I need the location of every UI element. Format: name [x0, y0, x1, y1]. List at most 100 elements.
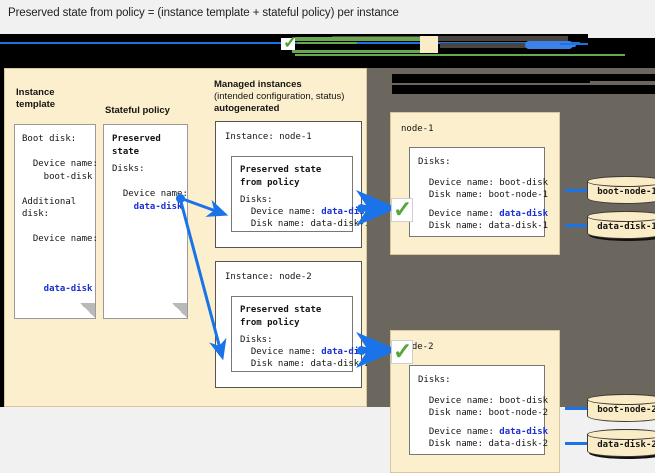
node-data-disk-row-1: Disk name: data-disk-1 [418, 220, 548, 233]
artifact-green-bottom-line [295, 54, 625, 56]
node-card-1: node-1 Disks: Device name: boot-disk Dis… [390, 112, 560, 255]
artifact-gray-bar-2 [440, 43, 540, 48]
title-bar: Preserved state from policy = (instance … [0, 0, 655, 30]
page-fold-icon [172, 303, 188, 319]
disk-name-label-node-1: Disk name: [240, 219, 311, 229]
device-name-label-node-2: Device name: [240, 347, 322, 357]
source-dot-stateful-policy [176, 194, 185, 203]
artifact-blue-blob [525, 41, 573, 49]
node-data-device-row-2: Device name: data-disk [418, 426, 548, 439]
disks-label-node-1: Disks: [240, 195, 273, 205]
cylinder-cap-icon [587, 211, 655, 222]
artifact-blue-blob-2 [552, 43, 576, 47]
disk-name-value-node-1: data-disk-1 [310, 219, 371, 229]
instance-template-lines: Boot disk: Device name: boot-disk Additi… [22, 134, 98, 244]
status-check-node-2: ✓ [391, 338, 413, 364]
artifact-green-bar-2 [292, 50, 422, 53]
source-dot-node-2 [357, 346, 366, 355]
volume-data-disk-2: data-disk-2 [587, 429, 655, 457]
stateful-policy-heading: Stateful policy [105, 105, 170, 116]
redacted-heading-line-1b [580, 74, 655, 81]
status-check-node-1: ✓ [391, 196, 413, 222]
node-card-2: node-2 Disks: Device name: boot-disk Dis… [390, 330, 560, 473]
cylinder-cap-icon [587, 176, 655, 187]
node-label-2: node-2 [401, 342, 434, 352]
node-disks-label-1: Disks: [418, 157, 451, 167]
instance-box-node-1: Instance: node-1 Preserved state from po… [215, 121, 370, 248]
node-disks-box-1: Disks: Device name: boot-disk Disk name:… [409, 147, 549, 237]
artifact-white-right [588, 30, 655, 38]
volume-connector-1a [565, 189, 587, 192]
preserved-state-title-node-1: Preserved state from policy [240, 165, 322, 188]
artifact-top-strip [0, 30, 655, 34]
device-name-value-node-1: data-disk [321, 207, 371, 217]
compressed-artifact-band: ✓ [0, 30, 655, 68]
artifact-green-bar-1 [295, 37, 420, 41]
node-data-device-value-1: data-disk [499, 209, 549, 219]
node-data-disk-label-1: Disk name: [418, 221, 489, 231]
preserved-state-box-node-1: Preserved state from policy Disks: Devic… [231, 156, 370, 232]
device-name-value-node-2: data-disk [321, 347, 371, 357]
instance-template-heading: Instance template [16, 87, 56, 110]
disk-name-row-node-2: Disk name: data-disk-2 [240, 358, 370, 371]
page-fold-icon [80, 303, 96, 319]
stateful-policy-lines: Disks: Device name: [112, 164, 188, 199]
disk-name-row-node-1: Disk name: data-disk-1 [240, 218, 370, 231]
instance-template-box: Boot disk: Device name: boot-disk Additi… [14, 124, 98, 319]
node-boot-device-2: Device name: boot-disk [418, 396, 549, 406]
volume-label-boot-node-1: boot-node-1 [597, 187, 655, 197]
artifact-green-line [297, 42, 357, 44]
stateful-policy-box: Preserved state Disks: Device name: data… [103, 124, 188, 319]
stateful-policy-title: Preserved state [112, 134, 161, 157]
instance-template-data-disk-value: data-disk [22, 284, 93, 294]
instance-label-node-2: Instance: node-2 [225, 272, 312, 282]
node-data-disk-label-2: Disk name: [418, 439, 489, 449]
node-data-disk-value-2: data-disk-2 [488, 439, 549, 449]
managed-instances-autogenerated: autogenerated [214, 103, 280, 114]
artifact-gray-bar-1 [438, 36, 568, 41]
check-icon: ✓ [393, 338, 413, 364]
main-diagram: Instance template Boot disk: Device name… [0, 68, 655, 473]
disks-label-node-2: Disks: [240, 335, 273, 345]
node-boot-device-1: Device name: boot-disk [418, 178, 549, 188]
disk-name-label-node-2: Disk name: [240, 359, 311, 369]
volume-connector-2a [565, 407, 587, 410]
managed-instances-subheading: (intended configuration, status) [214, 91, 345, 102]
volume-boot-node-1: boot-node-1 [587, 176, 655, 204]
redacted-heading-line-2 [392, 85, 655, 94]
check-icon: ✓ [393, 196, 413, 222]
device-name-row-node-1: Device name: data-disk [240, 206, 370, 219]
artifact-check-icon: ✓ [283, 33, 298, 52]
artifact-cream-box [420, 36, 438, 53]
node-data-device-row-1: Device name: data-disk [418, 208, 548, 221]
volume-label-data-disk-1: data-disk-1 [597, 222, 655, 232]
redacted-heading-line-1 [392, 74, 590, 83]
node-data-device-label-1: Device name: [418, 209, 500, 219]
device-name-row-node-2: Device name: data-disk [240, 346, 370, 359]
artifact-white-square [281, 38, 295, 50]
volume-data-disk-1: data-disk-1 [587, 211, 655, 239]
instance-box-node-2: Instance: node-2 Preserved state from po… [215, 261, 370, 388]
stateful-policy-data-disk-value: data-disk [112, 202, 183, 212]
cylinder-cap-icon [587, 394, 655, 405]
instance-label-node-1: Instance: node-1 [225, 132, 312, 142]
node-data-disk-row-2: Disk name: data-disk-2 [418, 438, 548, 451]
disk-name-value-node-2: data-disk-2 [310, 359, 371, 369]
source-dot-node-1 [357, 204, 366, 213]
page-title: Preserved state from policy = (instance … [8, 7, 399, 19]
node-disks-label-2: Disks: [418, 375, 451, 385]
node-label-1: node-1 [401, 124, 434, 134]
node-boot-disk-1: Disk name: boot-node-1 [418, 190, 549, 200]
artifact-blue-right-line [560, 43, 588, 45]
device-name-label-node-1: Device name: [240, 207, 322, 217]
volume-connector-1b [565, 224, 587, 227]
volume-label-data-disk-2: data-disk-2 [597, 440, 655, 450]
volume-boot-node-2: boot-node-2 [587, 394, 655, 422]
volume-connector-2b [565, 442, 587, 445]
node-data-device-label-2: Device name: [418, 427, 500, 437]
managed-instances-heading: Managed instances [214, 79, 302, 90]
node-boot-disk-2: Disk name: boot-node-2 [418, 408, 549, 418]
cylinder-cap-icon [587, 429, 655, 440]
preserved-state-title-node-2: Preserved state from policy [240, 305, 322, 328]
